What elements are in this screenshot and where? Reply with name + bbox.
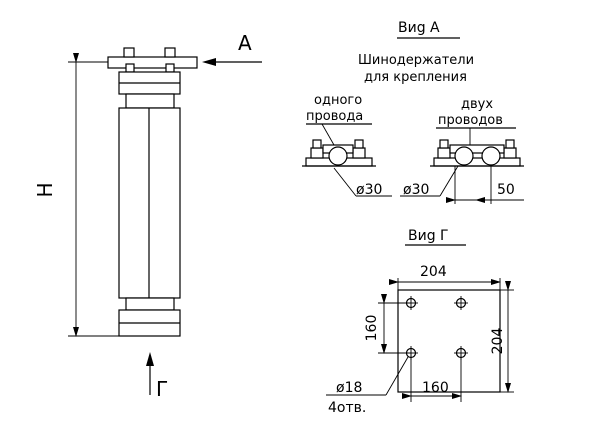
column-side-view [107,47,198,337]
view-a-title: Виg А [398,20,440,36]
view-g-arrow: Г [146,352,168,401]
hole-count-label: 4отв. [328,400,366,416]
single-wire-caption-line2: провода [306,109,363,124]
height-dimension: H [33,53,119,337]
single-wire-caption-line1: одного [314,93,362,108]
height-label: H [33,182,57,197]
view-g-letter: Г [156,377,168,401]
view-a-letter: A [238,31,252,55]
single-wire-holder [302,139,376,167]
double-diameter-label: ø30 [403,182,429,198]
view-a-arrow: A [202,31,262,66]
spacing-160-bottom-label: 160 [422,380,449,396]
busholders-caption-line2: для крепления [364,70,467,85]
height-204-label: 204 [490,328,506,355]
double-wire-caption-line1: двух [461,97,493,112]
single-diameter-label: ø30 [356,182,382,198]
busholders-caption-line1: Шинодержатели [358,53,474,68]
upper-neck [125,93,175,109]
width-204-label: 204 [420,264,447,280]
lower-neck [125,297,175,311]
offset-50-label: 50 [497,182,515,198]
base-plate [397,289,501,393]
double-wire-holder [430,139,524,167]
view-g-title: Виg Г [408,228,449,244]
top-bolt-left [123,47,135,58]
top-bolt-right [164,47,176,58]
top-nut-right [165,63,175,73]
hole-diameter-label: ø18 [336,380,362,396]
top-plate [107,56,198,69]
top-nut-left [125,63,135,73]
spacing-160-left-label: 160 [364,315,380,342]
double-wire-caption-line2: проводов [438,113,503,128]
